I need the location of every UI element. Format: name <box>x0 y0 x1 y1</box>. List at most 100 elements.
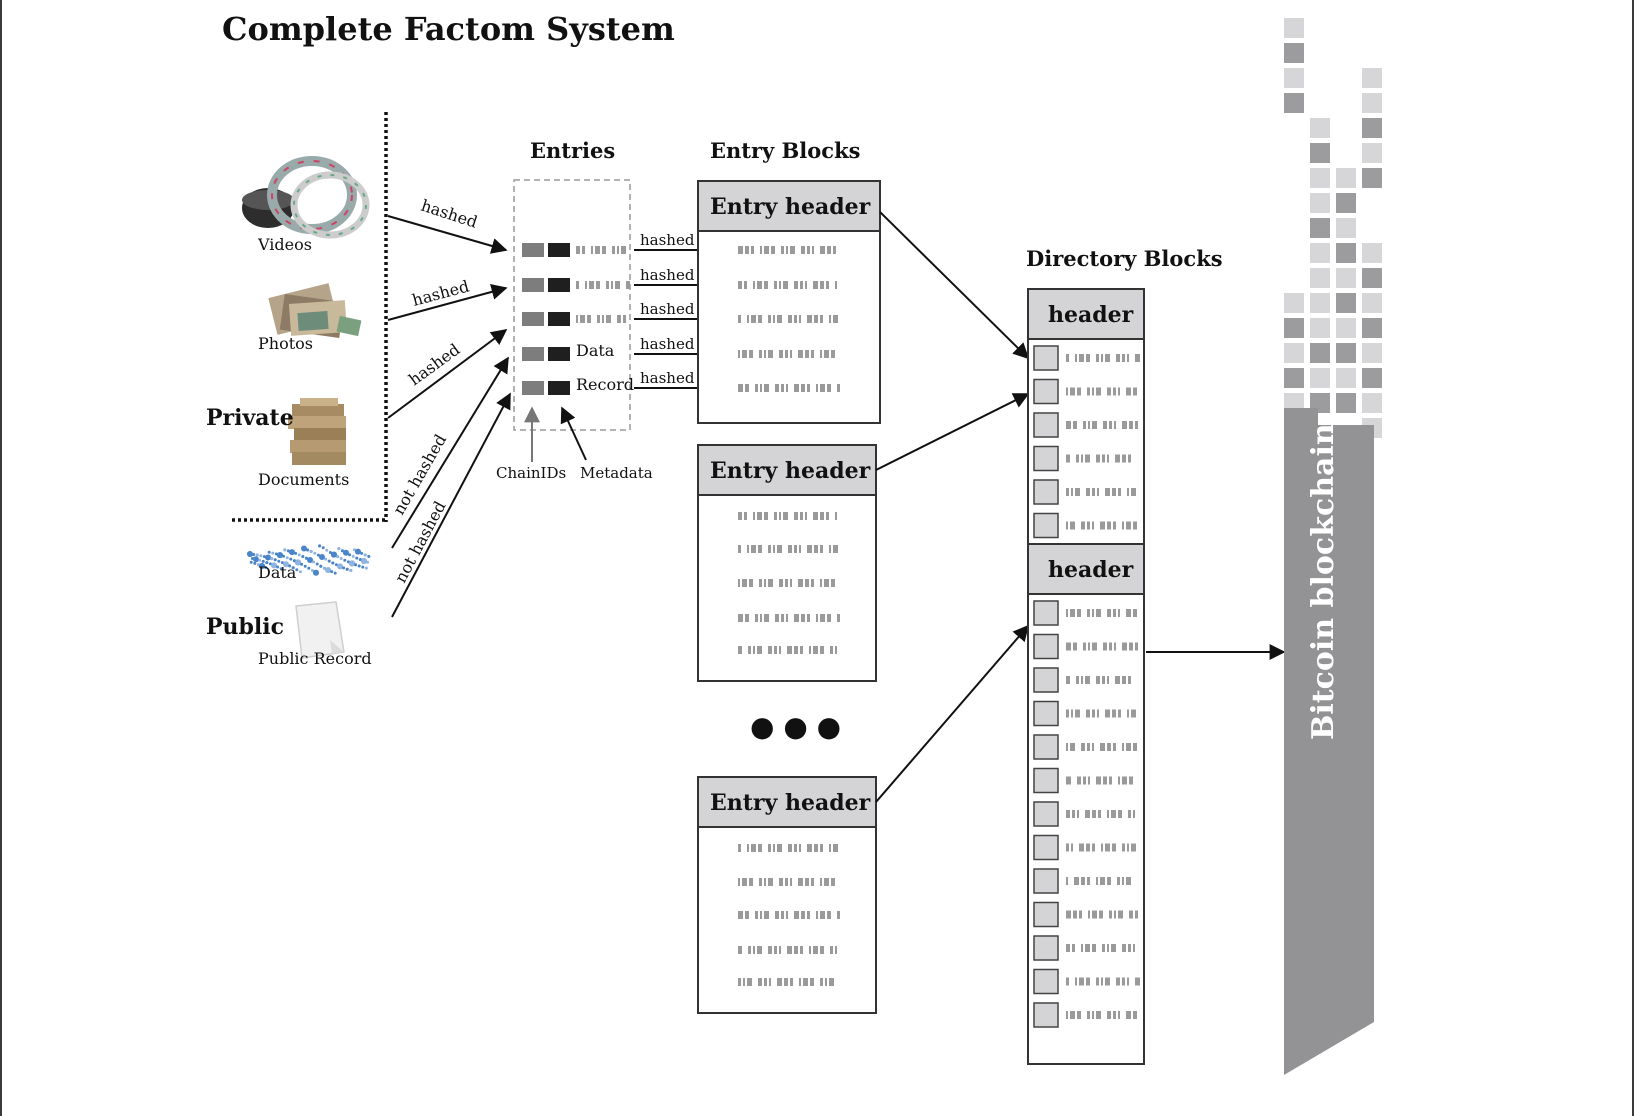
data-scatter-point <box>340 549 344 553</box>
entry-hash-line <box>738 844 838 852</box>
directory-entry-box <box>1033 1002 1059 1028</box>
videos-label: Videos <box>257 235 312 254</box>
directory-entry-hash <box>1066 743 1137 751</box>
entry-hash-line <box>738 646 837 654</box>
data-scatter-point <box>354 563 358 567</box>
data-scatter-point <box>343 549 349 556</box>
bitcoin-pixel-square <box>1362 68 1382 88</box>
bitcoin-pixel-square <box>1336 393 1356 413</box>
entry-hash-line <box>738 978 834 986</box>
data-scatter-point <box>303 564 307 568</box>
entry-hash-line <box>738 878 835 886</box>
entry-row-5-chainid-chip <box>522 381 544 395</box>
data-scatter-point <box>355 548 361 555</box>
data-scatter-point <box>306 548 310 552</box>
documents-icon <box>288 398 346 465</box>
bitcoin-pixel-square <box>1284 343 1304 363</box>
directory-entry-box <box>1033 479 1059 505</box>
bitcoin-pixel-square <box>1336 368 1356 388</box>
public-record-icon <box>295 601 345 659</box>
entry-hash-line <box>738 246 836 254</box>
directory-entry-box <box>1033 734 1059 760</box>
data-scatter-point <box>357 564 361 568</box>
bitcoin-pixel-square <box>1336 343 1356 363</box>
bitcoin-pixel-square <box>1362 368 1382 388</box>
data-scatter-point <box>258 558 262 562</box>
arrow-data-to-entries <box>391 356 509 549</box>
arrow-documents-to-entries <box>387 329 508 419</box>
data-scatter-point <box>301 545 307 552</box>
bitcoin-pixel-square <box>1336 293 1356 313</box>
data-scatter-point <box>301 555 305 558</box>
data-scatter-point <box>339 557 343 560</box>
entry-blocks-heading: Entry Blocks <box>710 138 860 163</box>
directory-entry-hash <box>1066 421 1138 429</box>
data-scatter-point <box>324 557 328 561</box>
arrow-entry-block-1-to-directory <box>879 211 1030 360</box>
entry-block-2: Entry header <box>697 444 877 682</box>
data-scatter-point <box>265 561 269 565</box>
entry-row-1-hash <box>576 246 626 254</box>
data-scatter-point <box>322 566 326 570</box>
data-scatter-icon <box>247 544 371 576</box>
entry-hash-line <box>738 350 835 358</box>
data-scatter-point <box>265 554 271 561</box>
data-scatter-point <box>283 548 287 552</box>
data-scatter-point <box>255 553 259 557</box>
right-frame-edge <box>1632 0 1634 1116</box>
data-scatter-point <box>349 560 355 567</box>
bitcoin-blockchain-bar <box>1284 408 1374 1075</box>
directory-entry-box <box>1033 512 1059 539</box>
entry-row-3-hash <box>576 315 626 323</box>
data-scatter-point <box>267 550 271 554</box>
data-scatter-point <box>276 565 280 569</box>
public-record-label: Public Record <box>258 649 372 668</box>
metadata-pointer <box>560 406 587 461</box>
entry-hashed-label-1: hashed <box>640 231 695 249</box>
data-scatter-point <box>279 567 283 571</box>
directory-entry-hash <box>1066 521 1137 530</box>
bitcoin-pixel-square <box>1284 18 1304 38</box>
hashed-label-documents: hashed <box>405 340 463 390</box>
data-scatter-point <box>360 551 364 555</box>
data-scatter-point <box>316 553 320 557</box>
bitcoin-pixel-square <box>1310 343 1330 363</box>
directory-entry-hash <box>1066 810 1135 818</box>
data-scatter-point <box>330 570 334 574</box>
private-label: Private <box>206 405 294 431</box>
data-scatter-point <box>367 555 371 558</box>
data-scatter-point <box>325 567 331 573</box>
left-frame-edge <box>0 0 2 1116</box>
directory-entry-hash <box>1066 387 1137 396</box>
entry-row-data-label: Data <box>576 341 615 360</box>
entry-row-1-metadata-chip <box>548 243 570 257</box>
data-scatter-point <box>309 550 313 553</box>
videos-icon <box>242 156 370 239</box>
data-scatter-point <box>292 559 296 563</box>
arrow-entry-block-3-to-directory <box>875 624 1030 803</box>
entry-block-1-header: Entry header <box>710 194 871 220</box>
bitcoin-pixel-square <box>1284 43 1304 63</box>
directory-entry-hash <box>1066 709 1136 718</box>
entry-hash-line <box>738 614 840 622</box>
entry-row-3-metadata-chip <box>548 312 570 326</box>
data-scatter-point <box>291 566 295 570</box>
entry-hash-line <box>738 911 840 919</box>
data-scatter-point <box>249 560 253 564</box>
entries-rows <box>522 243 630 395</box>
data-scatter-point <box>331 551 337 558</box>
arrow-public-record-to-entries <box>391 392 511 618</box>
directory-entry-hash <box>1066 454 1131 463</box>
data-scatter-point <box>327 559 331 563</box>
entry-hash-line <box>738 946 837 954</box>
bitcoin-pixel-square <box>1362 143 1382 163</box>
entry-row-record-label: Record <box>576 375 634 394</box>
bitcoin-pixel-square <box>1336 193 1356 213</box>
arrow-entry-block-2-to-directory <box>875 393 1030 471</box>
data-scatter-point <box>331 561 335 565</box>
data-scatter-point <box>271 562 277 569</box>
data-scatter-point <box>304 556 308 560</box>
entry-block-1: Entry header <box>697 180 881 424</box>
directory-entry-hash <box>1066 642 1138 651</box>
bitcoin-pixel-square <box>1310 193 1330 213</box>
